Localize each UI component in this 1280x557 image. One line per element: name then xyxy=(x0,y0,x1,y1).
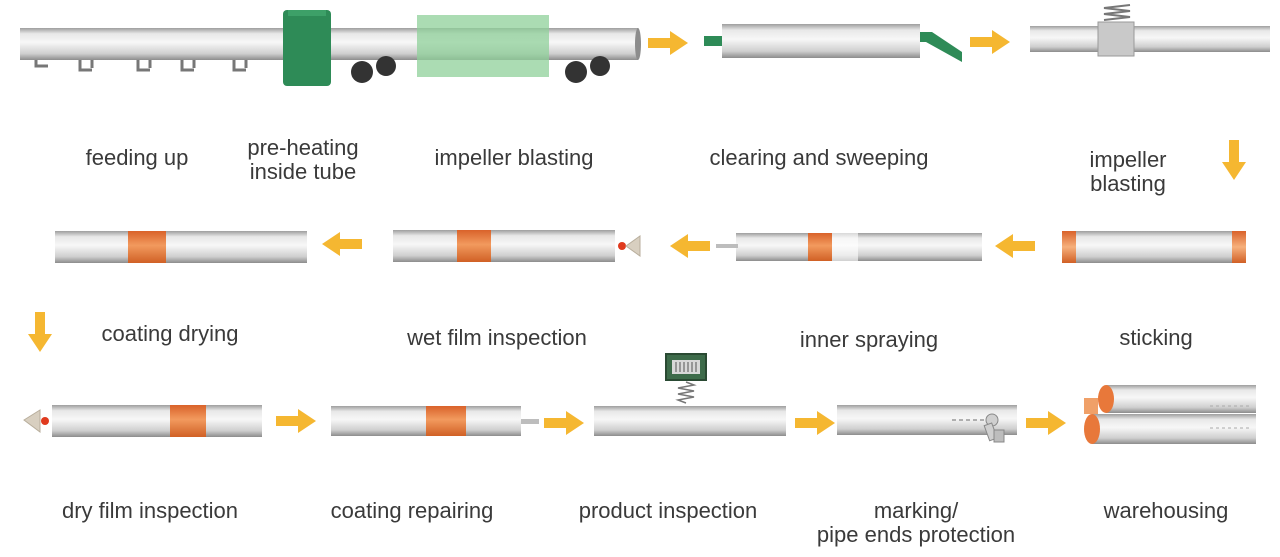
right-arrow-icon xyxy=(544,411,584,435)
repairing-pipe xyxy=(331,406,539,436)
spring-icon xyxy=(1103,4,1131,21)
down-arrow-icon xyxy=(1222,140,1246,180)
label-product-inspection: product inspection xyxy=(578,498,758,523)
label-coating-drying: coating drying xyxy=(101,321,239,346)
label-clearing-sweeping: clearing and sweeping xyxy=(709,145,929,170)
label-impeller-blasting-2: impeller blasting xyxy=(1089,147,1167,196)
label-warehousing: warehousing xyxy=(1103,498,1229,523)
sticking-pipe xyxy=(1062,231,1246,263)
label-pre-heating: pre-heating inside tube xyxy=(247,135,359,184)
label-sticking: sticking xyxy=(1119,325,1193,350)
spray-nozzle-icon xyxy=(23,409,41,433)
right-arrow-icon xyxy=(970,30,1010,54)
label-inner-spraying: inner spraying xyxy=(799,327,939,352)
left-arrow-icon xyxy=(322,232,362,256)
marking-pipe xyxy=(837,405,1017,443)
right-arrow-icon xyxy=(276,409,316,433)
spray-nozzle-icon xyxy=(625,235,641,257)
drying-pipe xyxy=(55,231,307,263)
product-inspection-pipe xyxy=(594,353,786,436)
impeller-blasting-chamber xyxy=(417,15,549,77)
pre-heating-furnace xyxy=(283,10,331,86)
label-feeding-up: feeding up xyxy=(85,145,189,170)
label-coating-repairing: coating repairing xyxy=(330,498,494,523)
right-arrow-icon xyxy=(648,31,688,55)
inspection-gauge-icon xyxy=(665,353,707,404)
dry-film-pipe xyxy=(23,405,262,437)
right-arrow-icon xyxy=(1026,411,1066,435)
marking-tool-icon xyxy=(983,413,1005,443)
warehouse-pipe-stack xyxy=(1084,385,1256,444)
label-marking-pipe-ends: marking/ pipe ends protection xyxy=(816,498,1016,547)
rollers xyxy=(351,56,610,83)
inner-spraying-pipe xyxy=(716,233,982,261)
down-arrow-icon xyxy=(28,312,52,352)
label-dry-film-inspection: dry film inspection xyxy=(61,498,239,523)
label-wet-film-inspection: wet film inspection xyxy=(407,325,587,350)
second-blasting-pipe xyxy=(1030,4,1270,57)
clearing-pipe xyxy=(704,24,962,62)
left-arrow-icon xyxy=(670,234,710,258)
left-arrow-icon xyxy=(995,234,1035,258)
right-arrow-icon xyxy=(795,411,835,435)
label-impeller-blasting: impeller blasting xyxy=(434,145,594,170)
wet-film-pipe xyxy=(393,230,641,262)
